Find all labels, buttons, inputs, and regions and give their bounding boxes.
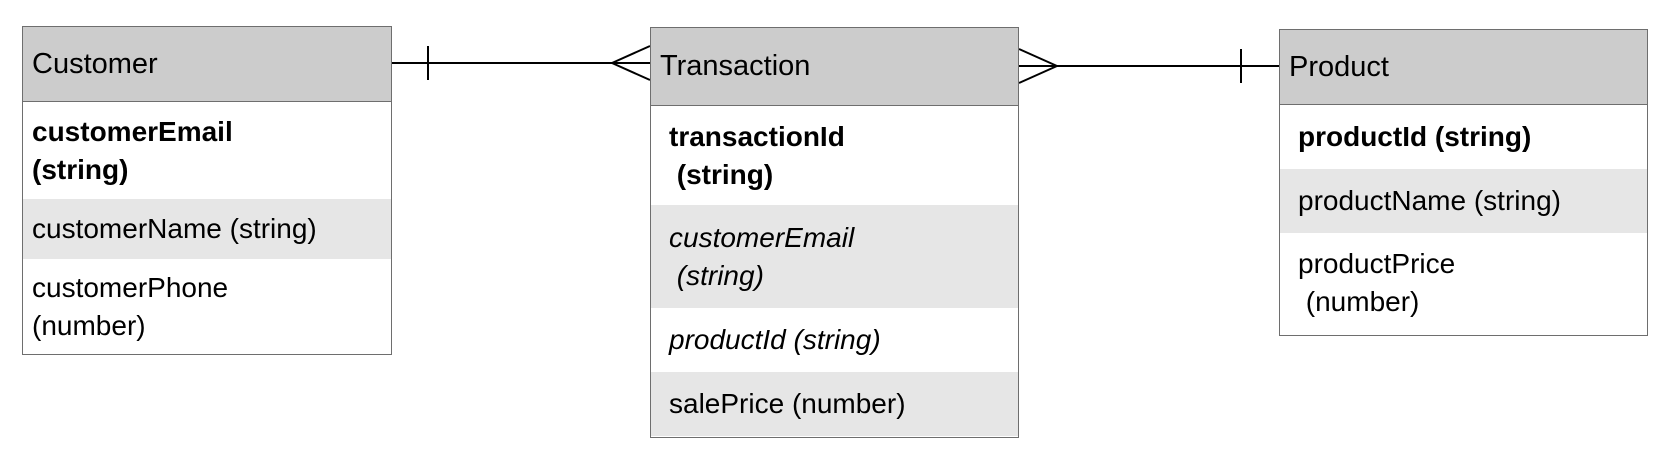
crowsfoot-upper — [1018, 48, 1058, 67]
entity-title: Customer — [32, 47, 158, 80]
entity-header: Product — [1280, 30, 1647, 105]
entity-title: Product — [1289, 50, 1389, 83]
crowsfoot-lower — [611, 62, 651, 81]
entity-transaction[interactable]: Transaction transactionId (string) custo… — [650, 27, 1019, 438]
relationship-customer-transaction — [392, 45, 651, 81]
entity-header: Transaction — [651, 28, 1018, 106]
field-label: customerName (string) — [32, 213, 317, 244]
field-row: productPrice (number) — [1280, 233, 1647, 333]
crowsfoot-lower — [1018, 65, 1058, 84]
field-label: productPrice (number) — [1298, 248, 1456, 317]
field-row: customerPhone (number) — [23, 259, 391, 354]
field-label: customerEmail (string) — [669, 221, 855, 291]
field-label: customerEmail (string) — [32, 115, 233, 185]
field-label: productId (string) — [1298, 121, 1532, 152]
entity-header: Customer — [23, 27, 391, 102]
relationship-transaction-product — [1018, 48, 1279, 84]
field-row-primary-key: transactionId (string) — [651, 106, 1018, 205]
field-label: salePrice (number) — [669, 388, 906, 419]
field-row: productName (string) — [1280, 169, 1647, 233]
entity-title: Transaction — [660, 50, 811, 82]
field-row: salePrice (number) — [651, 372, 1018, 436]
field-label: productName (string) — [1298, 185, 1561, 216]
field-label: transactionId (string) — [669, 120, 845, 190]
field-row-foreign-key: customerEmail (string) — [651, 205, 1018, 308]
entity-customer[interactable]: Customer customerEmail (string) customer… — [22, 26, 392, 355]
entity-product[interactable]: Product productId (string) productName (… — [1279, 29, 1648, 336]
field-row-foreign-key: productId (string) — [651, 308, 1018, 372]
field-row-primary-key: customerEmail (string) — [23, 102, 391, 199]
crowsfoot-upper — [611, 45, 651, 64]
field-label: customerPhone (number) — [32, 271, 229, 341]
field-label: productId (string) — [669, 324, 881, 355]
field-row: customerName (string) — [23, 199, 391, 259]
field-row-primary-key: productId (string) — [1280, 105, 1647, 169]
